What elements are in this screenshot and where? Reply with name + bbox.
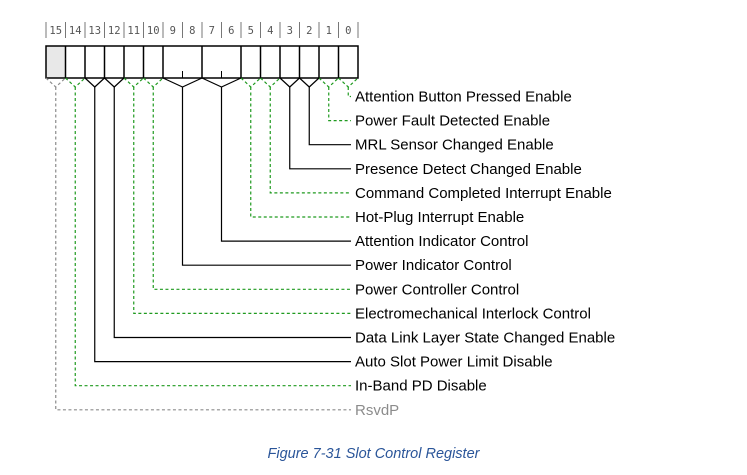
field-bracket bbox=[279, 77, 300, 88]
bit-number-11: 11 bbox=[127, 25, 140, 37]
field-label-attention-button-pressed-enable: Attention Button Pressed Enable bbox=[355, 89, 572, 106]
field-bracket bbox=[338, 77, 359, 88]
leader-line bbox=[74, 87, 351, 387]
field-bracket bbox=[65, 77, 86, 88]
field-bracket bbox=[299, 77, 320, 88]
bit-number-12: 12 bbox=[108, 25, 121, 37]
bit-number-0: 0 bbox=[345, 25, 351, 37]
leader-line bbox=[250, 87, 351, 218]
bit-number-1: 1 bbox=[326, 25, 332, 37]
field-label-power-controller-control: Power Controller Control bbox=[355, 281, 519, 298]
field-bracket bbox=[260, 77, 281, 88]
leader-line bbox=[133, 87, 351, 314]
field-bracket bbox=[318, 77, 339, 88]
bit-number-7: 7 bbox=[209, 25, 215, 37]
field-label-power-indicator-control: Power Indicator Control bbox=[355, 257, 512, 274]
field-bracket bbox=[240, 77, 261, 88]
bit-number-4: 4 bbox=[267, 25, 273, 37]
field-label-data-link-layer-state-changed-enable: Data Link Layer State Changed Enable bbox=[355, 330, 615, 347]
field-bracket bbox=[162, 77, 203, 88]
field-label-attention-indicator-control: Attention Indicator Control bbox=[355, 233, 528, 250]
leader-line bbox=[328, 87, 351, 122]
reserved-fill bbox=[46, 46, 66, 78]
leader-line bbox=[308, 87, 351, 146]
field-label-rsvdp: RsvdP bbox=[355, 402, 399, 419]
field-bracket bbox=[143, 77, 164, 88]
figure-caption: Figure 7-31 Slot Control Register bbox=[267, 446, 480, 462]
bit-number-15: 15 bbox=[49, 25, 62, 37]
field-label-presence-detect-changed-enable: Presence Detect Changed Enable bbox=[355, 161, 582, 178]
leader-line bbox=[220, 87, 351, 242]
bit-number-14: 14 bbox=[69, 25, 82, 37]
field-label-hot-plug-interrupt-enable: Hot-Plug Interrupt Enable bbox=[355, 209, 524, 226]
field-label-in-band-pd-disable: In-Band PD Disable bbox=[355, 378, 487, 395]
bit-number-8: 8 bbox=[189, 25, 195, 37]
leader-line bbox=[152, 87, 351, 290]
field-bracket bbox=[45, 77, 66, 88]
bit-number-10: 10 bbox=[147, 25, 160, 37]
field-label-auto-slot-power-limit-disable: Auto Slot Power Limit Disable bbox=[355, 354, 553, 371]
leader-line bbox=[181, 87, 351, 266]
bit-number-2: 2 bbox=[306, 25, 312, 37]
leader-line bbox=[347, 87, 351, 98]
field-label-command-completed-interrupt-enable: Command Completed Interrupt Enable bbox=[355, 185, 612, 202]
field-bracket bbox=[123, 77, 144, 88]
leader-line bbox=[269, 87, 351, 194]
bit-number-6: 6 bbox=[228, 25, 234, 37]
bit-number-5: 5 bbox=[248, 25, 254, 37]
field-label-electromechanical-interlock-control: Electromechanical Interlock Control bbox=[355, 305, 591, 322]
leader-line bbox=[289, 87, 351, 170]
field-bracket bbox=[201, 77, 242, 88]
field-label-power-fault-detected-enable: Power Fault Detected Enable bbox=[355, 113, 550, 130]
field-bracket bbox=[84, 77, 105, 88]
leader-line bbox=[113, 87, 351, 339]
bit-number-13: 13 bbox=[88, 25, 101, 37]
field-bracket bbox=[104, 77, 125, 88]
leader-line bbox=[94, 87, 351, 363]
leader-line bbox=[55, 87, 351, 411]
field-label-mrl-sensor-changed-enable: MRL Sensor Changed Enable bbox=[355, 137, 554, 154]
bit-number-9: 9 bbox=[170, 25, 176, 37]
bit-number-3: 3 bbox=[287, 25, 293, 37]
